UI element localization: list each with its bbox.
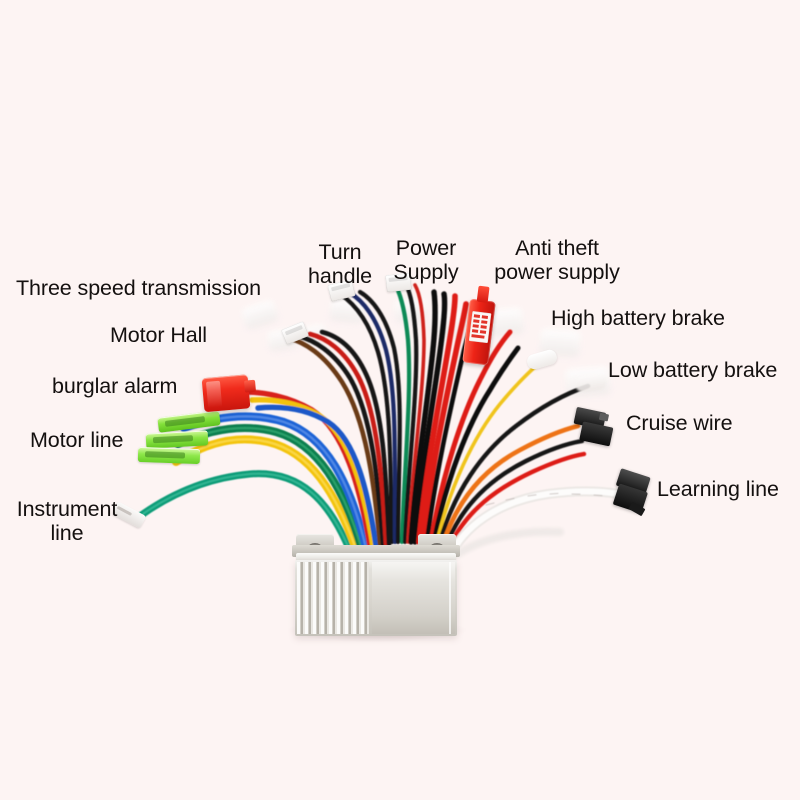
wire-power-red-1: [416, 293, 458, 545]
wire-hall-black-2: [319, 329, 392, 547]
controller-cable-gland: [296, 553, 456, 564]
wire-power-black-1: [408, 289, 438, 545]
label-learning-line: Learning line: [657, 477, 779, 501]
wire-cruise-red: [446, 451, 587, 551]
wire-hall-black-1: [295, 333, 386, 547]
wire-learning-sheath-inner: [449, 488, 635, 555]
label-low-battery-brake: Low battery brake: [608, 358, 778, 382]
label-motor-hall: Motor Hall: [110, 323, 207, 347]
label-high-battery-brake: High battery brake: [551, 306, 725, 330]
wire-antitheft-red: [428, 329, 513, 545]
wire-power-red-2: [420, 301, 469, 545]
controller-flat-face: [372, 562, 455, 634]
wire-antitheft-black: [431, 345, 521, 545]
label-three-speed-transmission: Three speed transmission: [16, 276, 261, 300]
label-turn-handle: Turn handle: [308, 240, 372, 289]
label-motor-line: Motor line: [30, 428, 124, 452]
wire-hall-red: [307, 331, 389, 547]
motor-line-bullets: [136, 410, 226, 476]
label-cruise-wire: Cruise wire: [626, 411, 733, 435]
wire-hall-brown: [285, 335, 383, 547]
burglar-alarm-plug: [201, 374, 257, 413]
wire-alarm-blue: [255, 404, 379, 549]
wire-speed-black-2: [357, 289, 402, 545]
wire-turn-black: [402, 282, 419, 545]
label-anti-theft-power-supply: Anti theft power supply: [494, 236, 620, 285]
wire-brake-yellow: [435, 364, 538, 544]
bullet-terminal: [157, 410, 221, 433]
wire-cruise-orange: [440, 423, 581, 547]
wire-turn-green: [393, 283, 412, 545]
wire-cruise-black: [443, 438, 585, 549]
cable-print-marks: [485, 492, 603, 506]
bullet-terminal: [145, 430, 209, 449]
wire-speed-navy: [347, 290, 398, 545]
wire-power-black-2: [412, 291, 448, 545]
anti-theft-label: [468, 311, 492, 344]
controller-heatsink-fins: [297, 562, 369, 634]
label-instrument-line: Instrument line: [16, 497, 118, 546]
wire-turn-red: [406, 283, 426, 544]
label-power-supply: Power Supply: [393, 236, 459, 285]
bullet-terminal: [137, 446, 201, 465]
wire-brake-black: [437, 383, 591, 545]
wire-speed-black-1: [337, 291, 395, 545]
label-burglar-alarm: burglar alarm: [52, 374, 178, 398]
